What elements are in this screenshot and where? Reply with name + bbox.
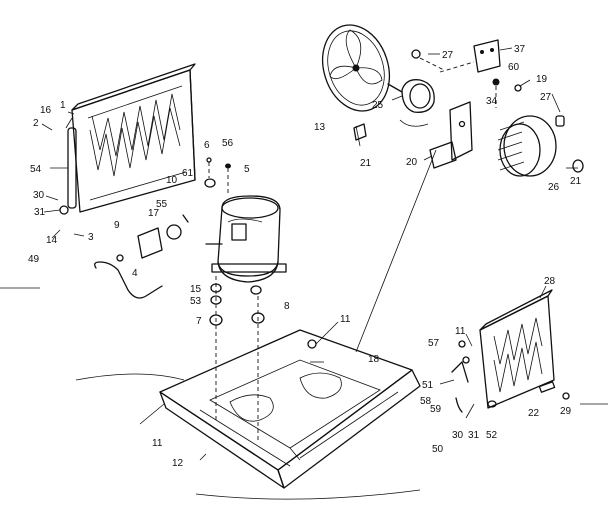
part-label-34: 34 [486, 96, 498, 107]
part-label-5: 5 [244, 164, 250, 175]
part-label-49: 49 [28, 254, 40, 265]
blower-wheel [497, 115, 557, 177]
part-label-18: 18 [368, 354, 380, 365]
part-label-9: 9 [114, 220, 120, 231]
part-label-58: 58 [420, 396, 432, 407]
part-label-31-right: 31 [468, 430, 480, 441]
part-label-61: 61 [182, 168, 194, 179]
part-label-30: 30 [33, 190, 45, 201]
part-label-59: 59 [430, 404, 442, 415]
part-label-51: 51 [422, 380, 434, 391]
part-label-21-right: 21 [570, 176, 582, 187]
part-label-6: 6 [204, 140, 210, 151]
part-label-27-top: 27 [442, 50, 454, 61]
fan-motor [387, 79, 435, 127]
part-label-3: 3 [88, 232, 94, 243]
part-label-17: 17 [148, 208, 160, 219]
part-label-12: 12 [172, 458, 184, 469]
part-label-52: 52 [486, 430, 498, 441]
evaporator-coil [479, 289, 555, 409]
part-label-11-front: 11 [152, 438, 163, 449]
part-label-55: 55 [156, 199, 168, 210]
control-plate [473, 39, 501, 73]
small-fasteners [353, 49, 584, 173]
base-pan [159, 321, 421, 489]
part-label-31: 31 [34, 207, 46, 218]
part-label-27-right: 27 [540, 92, 552, 103]
part-label-8: 8 [284, 301, 290, 312]
leader-lines [41, 47, 578, 461]
part-label-1: 1 [60, 100, 66, 111]
part-label-25: 25 [372, 100, 384, 111]
part-label-20: 20 [406, 157, 418, 168]
assembly-line [355, 149, 437, 353]
compressor [205, 195, 287, 283]
part-label-26: 26 [548, 182, 560, 193]
part-label-30-right: 30 [452, 430, 464, 441]
part-label-11-pan: 11 [340, 314, 351, 325]
floor-line-bottom [195, 489, 421, 500]
part-label-22: 22 [528, 408, 540, 419]
part-label-29: 29 [560, 406, 572, 417]
compressor-small-parts [94, 157, 265, 440]
evaporator-parts [451, 333, 570, 413]
condenser-coil [59, 63, 196, 215]
part-label-37: 37 [514, 44, 526, 55]
part-label-13: 13 [314, 122, 326, 133]
part-label-28: 28 [544, 276, 556, 287]
part-label-7: 7 [196, 316, 202, 327]
part-label-15: 15 [190, 284, 202, 295]
part-label-16: 16 [40, 105, 52, 116]
motor-bracket [429, 101, 473, 169]
part-labels: 1 2 16 54 30 31 14 3 49 9 4 10 17 55 6 6… [28, 44, 582, 469]
part-label-60: 60 [508, 62, 520, 73]
fan-blade [322, 24, 390, 112]
part-label-19: 19 [536, 74, 548, 85]
part-label-54: 54 [30, 164, 42, 175]
part-label-56: 56 [222, 138, 234, 149]
part-label-11-right: 11 [455, 326, 466, 337]
part-label-4: 4 [132, 268, 138, 279]
part-label-53: 53 [190, 296, 202, 307]
part-label-14: 14 [46, 235, 58, 246]
floor-line-left [75, 373, 185, 381]
part-label-10: 10 [166, 175, 178, 186]
part-label-50: 50 [432, 444, 444, 455]
part-label-2: 2 [33, 118, 39, 129]
part-label-21-fan: 21 [360, 158, 372, 169]
part-label-57: 57 [428, 338, 440, 349]
